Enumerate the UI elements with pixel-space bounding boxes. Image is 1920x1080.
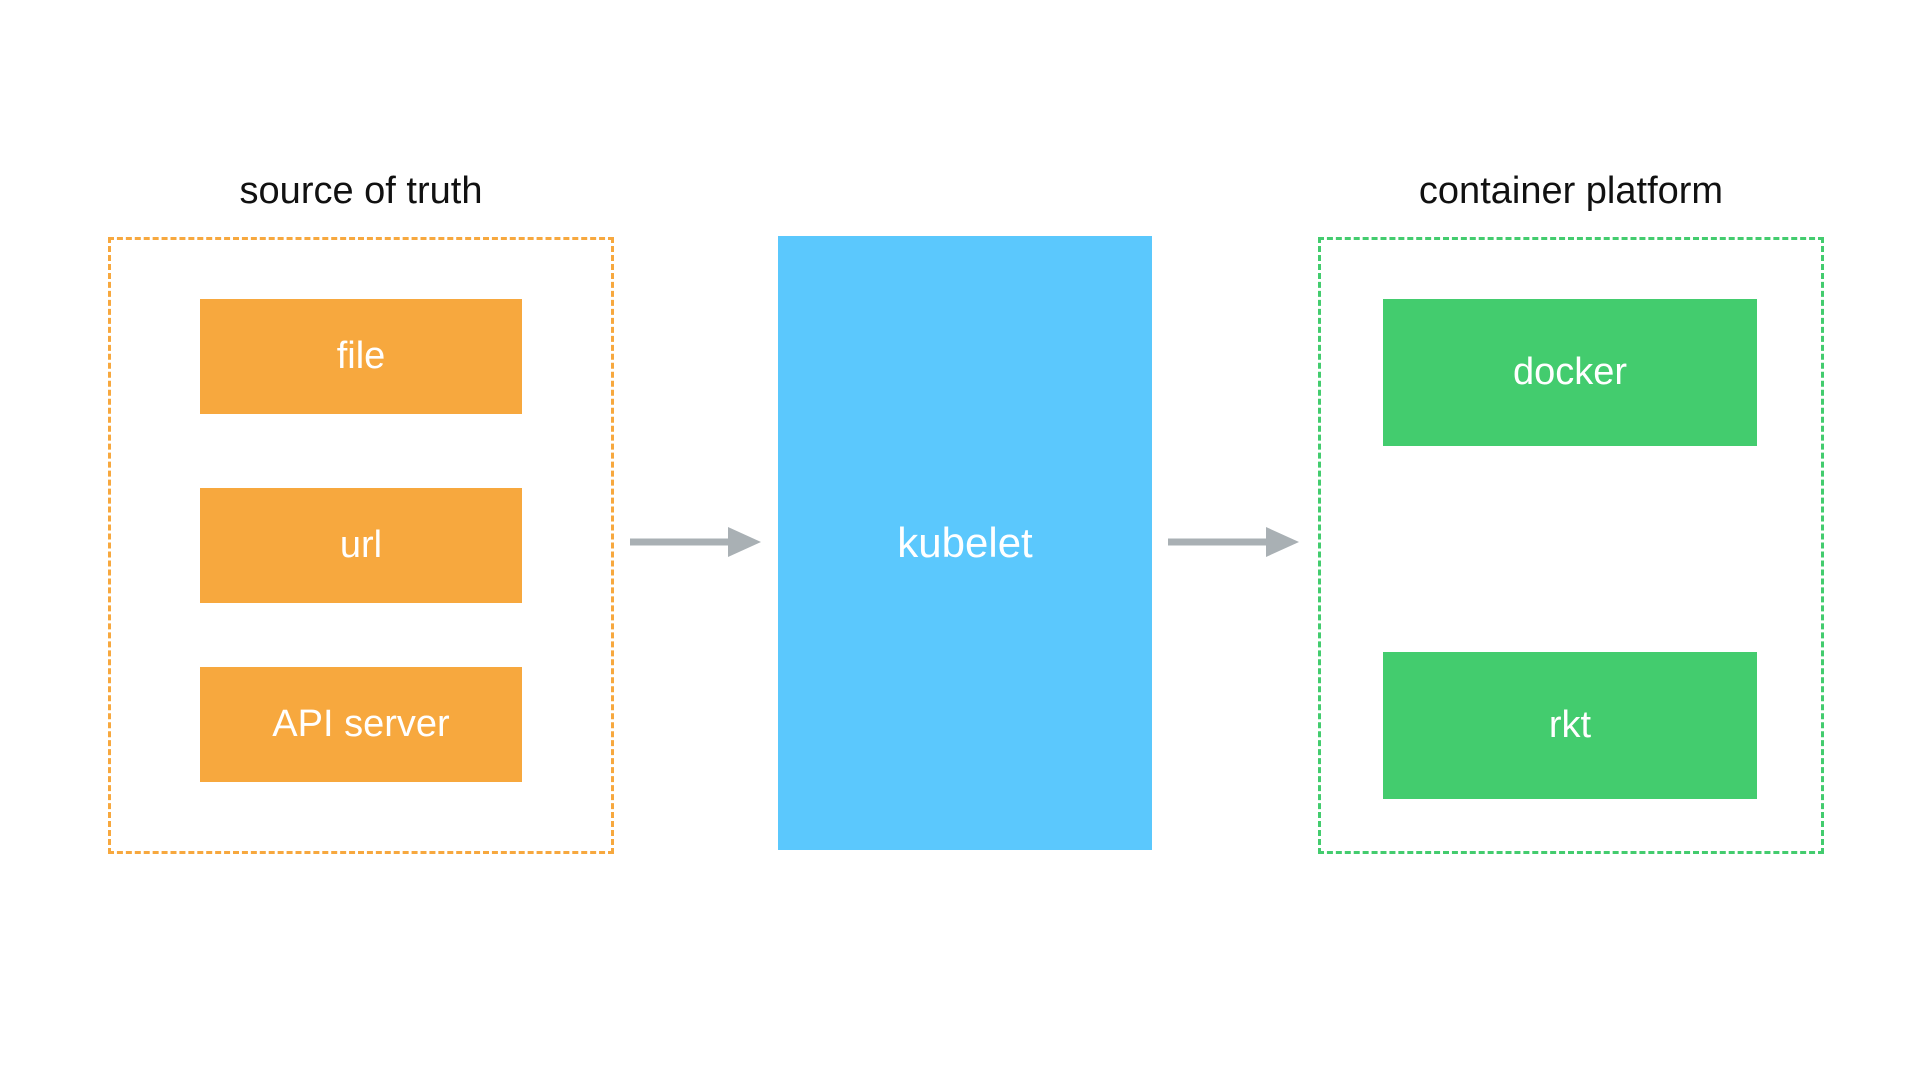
api-server-node: API server	[200, 667, 522, 782]
kubelet-label: kubelet	[897, 519, 1033, 566]
docker-label: docker	[1512, 351, 1628, 393]
source-of-truth-frame	[108, 237, 614, 854]
api-server-label: API server	[272, 703, 450, 745]
url-label: url	[339, 524, 383, 566]
arrow-right-icon	[1168, 527, 1299, 557]
arrow-head	[1266, 527, 1299, 557]
docker-node: docker	[1383, 299, 1757, 446]
url-node: url	[200, 488, 522, 603]
file-label: file	[336, 335, 386, 377]
source-of-truth-title: source of truth	[239, 170, 483, 212]
arrow-head	[728, 527, 761, 557]
rkt-label: rkt	[1548, 704, 1592, 746]
rkt-node: rkt	[1383, 652, 1757, 799]
arrow-right-icon	[630, 527, 761, 557]
file-node: file	[200, 299, 522, 414]
container-platform-title: container platform	[1418, 170, 1724, 212]
container-platform-frame	[1318, 237, 1824, 854]
kubelet-node: kubelet	[778, 236, 1152, 850]
